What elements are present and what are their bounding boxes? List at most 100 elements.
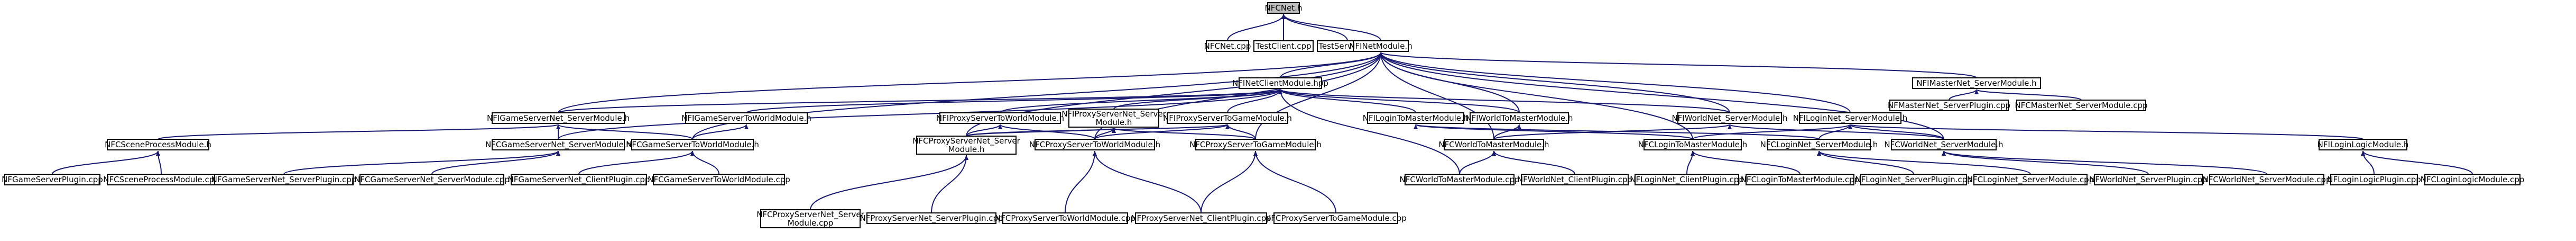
node-nfloginnet-clientplugin-cpp[interactable]: NFLoginNet_ClientPlugin.cpp [1630,174,1744,185]
dependency-edge [810,155,968,210]
node-label: NFCProxyServerNet_Server [912,136,1020,146]
node-nfcmasternet-serverplugin-cpp[interactable]: NFMasterNet_ServerPlugin.cpp [1888,100,2010,111]
node-box [4,174,100,185]
node-nfcworldnet-servermodule-h[interactable]: NFCWorldNet_ServerModule.h [1884,139,2003,150]
node-nfproxyservernet-clientplugin-cpp[interactable]: NFProxyServerNet_ClientPlugin.cpp [1131,212,1271,224]
node-nfcproxyservertogamemodule-cpp[interactable]: NFCProxyServerToGameModule.cpp [1265,212,1407,224]
node-label: NFLoginNet_ServerPlugin.cpp [1855,175,1972,185]
dependency-edge [1278,89,1520,113]
node-box [653,174,785,185]
node-nfclogintomastermodule-h[interactable]: NFCLoginToMasterModule.h [1638,139,1748,150]
node-nfiworldtomastermodule-h[interactable]: NFIWorldToMasterModule.h [1465,112,1573,124]
node-nfcsceneprocessmodule-cpp[interactable]: NFCSceneProcessModule.cpp [103,174,219,185]
dependency-edge [1817,150,1914,175]
edge-layer [52,14,2473,213]
node-nfcgameservernet-servermodule-h[interactable]: NFCGameServerNet_ServerModule.h [485,139,631,150]
node-nfcnet-h[interactable]: NFCNet.h [1265,2,1303,14]
node-nfworldnet-clientplugin-cpp[interactable]: NFWorldNet_ClientPlugin.cpp [1517,174,1632,185]
node-nfloginnet-serverplugin-cpp[interactable]: NFLoginNet_ServerPlugin.cpp [1855,174,1972,185]
node-nfiproxyservertoworldmodule-h[interactable]: NFIProxyServerToWorldModule.h [936,112,1064,124]
dependency-edge [1942,150,2149,175]
node-nficloginnet-servermodule-h[interactable]: NFILoginNet_ServerModule.h [1793,112,1908,124]
node-box [1253,40,1314,52]
node-nfcproxyservertoworldmodule-h[interactable]: NFCProxyServerToWorldModule.h [1029,139,1160,150]
node-nfcmasternet-servermodule-cpp[interactable]: NFCMasterNet_ServerModule.cpp [2015,100,2148,111]
dependency-edge [1379,52,1730,113]
node-nfclogintomastermodule-cpp[interactable]: NFCLoginToMasterModule.cpp [1741,174,1859,185]
node-testclient-cpp[interactable]: TestClient.cpp [1253,40,1314,52]
node-nfiworldnet-servermodule-h[interactable]: NFIWorldNet_ServerModule.h [1672,112,1788,124]
node-nfcloginnet-servermodule-cpp[interactable]: NFCLoginNet_ServerModule.cpp [1967,174,2094,185]
node-box [214,174,354,185]
dependency-edge [1492,150,1575,175]
dependency-edge [931,155,968,213]
node-nfgameservernet-clientplugin-cpp[interactable]: NFGameServerNet_ClientPlugin.cpp [508,174,650,185]
node-nfigameservertoworldmodule-h[interactable]: NFIGameServerToWorldModule.h [681,112,811,124]
dependency-edge [1278,89,1416,113]
node-label: NFIGameServerToWorldModule.h [681,113,811,123]
node-box [492,112,625,124]
node-box [511,174,647,185]
node-nfcgameservernet-servermodule-cpp[interactable]: NFCGameServerNet_ServerModule.cpp [354,174,510,185]
node-nfcgameservertoworldmodule-cpp[interactable]: NFCGameServerToWorldModule.cpp [648,174,790,185]
node-label: NFINetClientModule.hpp [1232,78,1328,88]
node-nficlogintomastermodule-h[interactable]: NFILoginToMasterModule.h [1363,112,1469,124]
node-nfgameservernet-serverplugin-cpp[interactable]: NFGameServerNet_ServerPlugin.cpp [211,174,357,185]
node-nfcworldtomastermodule-h[interactable]: NFCWorldToMasterModule.h [1438,139,1549,150]
node-nfcworldtomastermodule-cpp[interactable]: NFCWorldToMasterModule.cpp [1400,174,1520,185]
node-nfproxyservernet-servermodule-cpp[interactable]: NFCProxyServerNet_ServerModule.cpp [756,209,865,228]
dependency-edge [1686,150,1695,175]
dependency-edge [52,150,160,175]
node-nfcproxyservertoworldmodule-cpp[interactable]: NFCProxyServerToWorldModule.cpp [995,212,1135,224]
node-box [1002,212,1128,224]
node-nfgameserverplugin-cpp[interactable]: NFGameServerPlugin.cpp [2,174,103,185]
dependency-edge [1094,124,1230,140]
node-box [1635,174,1739,185]
node-label: NFCWorldNet_ServerModule.h [1884,140,2003,150]
dependency-edge [1493,124,1521,140]
node-label: NFIWorldToMasterModule.h [1465,113,1573,123]
node-label: NFIProxyServerNet_Server [1061,109,1166,119]
node-nfworldnet-serverplugin-cpp[interactable]: NFWorldNet_ServerPlugin.cpp [2089,174,2208,185]
node-nfproxyservernet-serverplugin-cpp[interactable]: NFProxyServerNet_ServerPlugin.cpp [860,212,1003,224]
node-nfcloginlogicmodule-cpp[interactable]: NFCLoginLogicModule.cpp [2421,174,2525,185]
node-nfiproxyservernet-servermodule-h[interactable]: NFIProxyServerNet_ServerModule.h [1061,109,1167,128]
node-nfcsceneprocessmodule-h[interactable]: NFCSceneProcessModule.h [105,139,211,150]
node-nfcworldnet-servermodule-cpp[interactable]: NFCWorldNet_ServerModule.cpp [2203,174,2331,185]
node-nficloginlogicmodule-h[interactable]: NFILoginLogicModule.h [2318,139,2409,150]
node-box [1068,109,1159,128]
dependency-edge [1093,150,1202,213]
node-label: NFIProxyServerToWorldModule.h [936,113,1064,123]
node-nfinetmodule-h[interactable]: NFINetModule.h [1349,40,1412,52]
dependency-edge [1201,150,1258,213]
dependency-edge [431,150,560,175]
dependency-edge [1691,150,1801,175]
node-label: NFCWorldToMasterModule.cpp [1400,175,1520,184]
node-nfcloginnet-servermodule-h[interactable]: NFCLoginNet_ServerModule.h [1760,139,1878,150]
node-nfcproxyservernet-servermodule-h[interactable]: NFCProxyServerNet_ServerModule.h [912,136,1021,155]
node-box [916,136,1017,155]
node-label: NFCWorldNet_ServerModule.cpp [2203,175,2331,185]
dependency-edge [1379,52,1977,78]
dependency-edge [558,89,1282,113]
dependency-edge [556,124,693,140]
dependency-edge [1379,52,1851,113]
node-label: NFCLoginNet_ServerModule.h [1760,140,1878,150]
node-box [1644,139,1742,150]
node-nfcnet-cpp[interactable]: NFCNet.cpp [1204,40,1251,52]
node-nfinetclientmodule-hpp[interactable]: NFINetClientModule.hpp [1232,77,1328,89]
node-label: NFGameServerPlugin.cpp [2,175,103,184]
node-label: NFProxyServerNet_ServerPlugin.cpp [860,213,1003,224]
node-label: NFCNet.h [1265,3,1303,13]
node-nfigameservernet-servermodule-h[interactable]: NFIGameServerNet_ServerModule.h [487,112,630,124]
dependency-edge [2361,150,2473,175]
node-label: NFGameServerNet_ServerPlugin.cpp [211,175,357,185]
dependency-edge [1227,14,1286,41]
node-nfcproxyservertogamemodule-h[interactable]: NFCProxyServerToGameModule.h [1189,139,1322,150]
node-nfimasternet-servermodule-h[interactable]: NFIMasterNet_ServerModule.h [1912,77,2041,89]
node-nfiproxyservertogamemodule-h[interactable]: NFIProxyServerToGameModule.h [1163,112,1292,124]
node-nfcgameservertoworldmodule-h[interactable]: NFCGameServerToWorldModule.h [626,139,759,150]
node-nfloginlogicplugin-cpp[interactable]: NFLoginLogicPlugin.cpp [2327,174,2421,185]
